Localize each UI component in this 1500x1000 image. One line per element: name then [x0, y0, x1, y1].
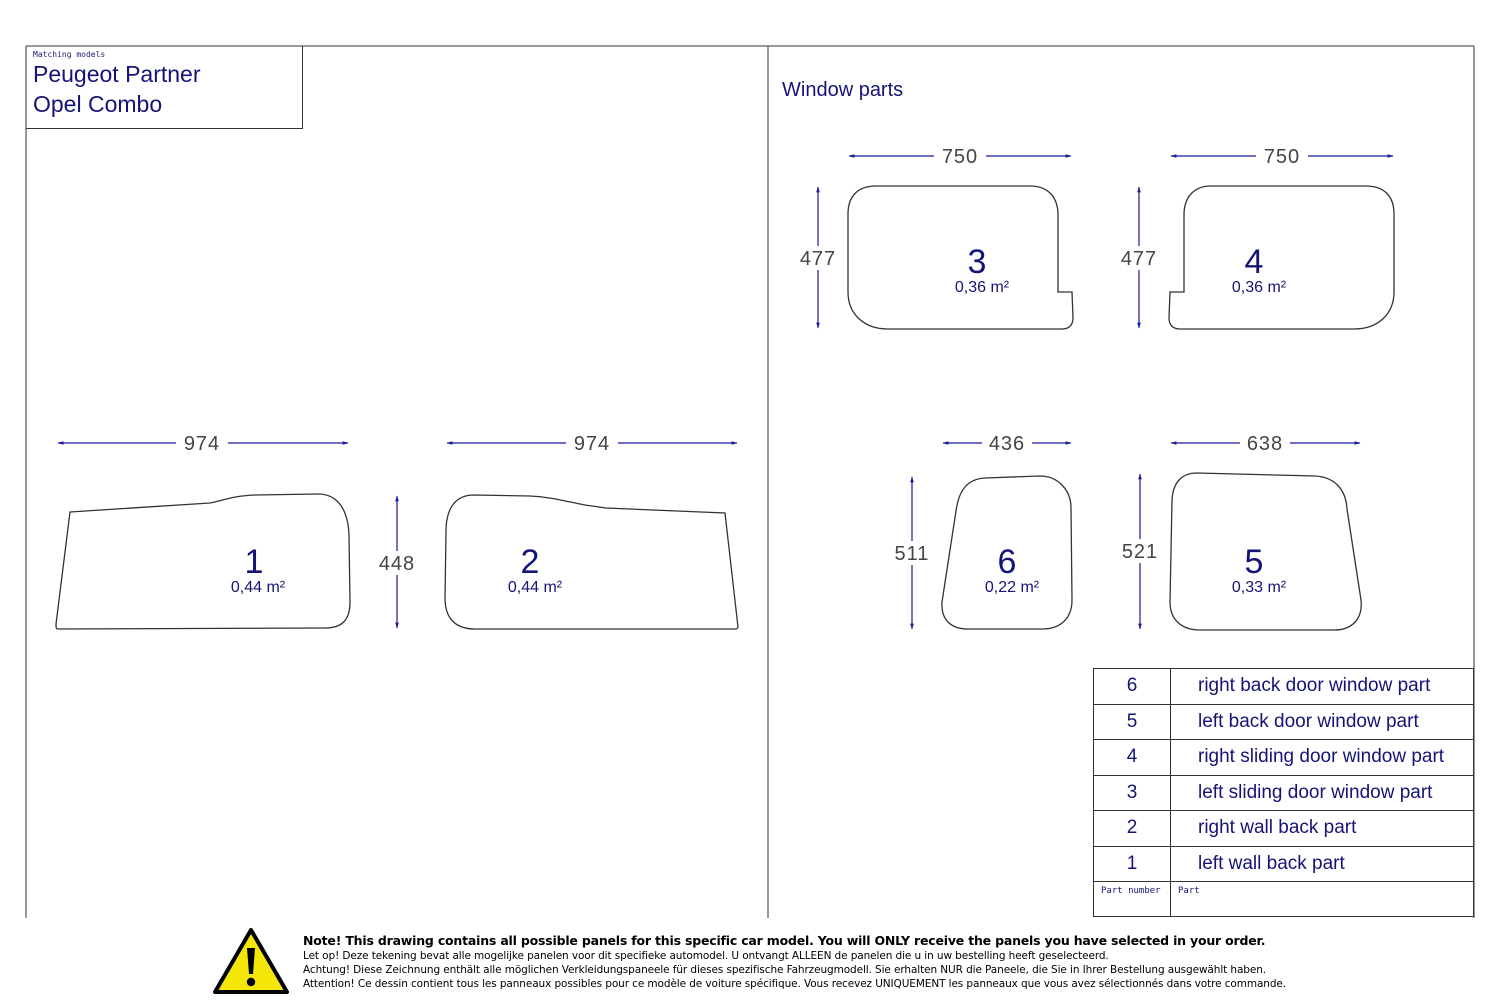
panel-4-area: 0,36 m²	[1232, 279, 1287, 296]
part-name-cell: right sliding door window part	[1170, 739, 1474, 776]
dim-panel4-height: 477	[1121, 248, 1157, 270]
dim-panel5-height: 521	[1122, 541, 1158, 563]
panel-4-number: 4	[1245, 243, 1264, 281]
dim-panels12-height: 448	[379, 553, 415, 575]
warning-triangle-icon	[213, 928, 289, 994]
part-name-cell: right back door window part	[1170, 668, 1474, 705]
model-name-opel: Opel Combo	[33, 91, 163, 117]
dim-panel5-width: 638	[1247, 433, 1283, 455]
dim-panel2-width: 974	[574, 433, 610, 455]
part-name-cell: left back door window part	[1170, 703, 1474, 740]
matching-models-box: Matching models Peugeot Partner Opel Com…	[26, 46, 303, 129]
panel-2-outline	[444, 494, 739, 630]
matching-models-caption: Matching models	[33, 50, 106, 59]
drawing-frame	[25, 45, 1475, 918]
table-row: 5 left back door window part	[1093, 703, 1474, 740]
notice-line-german: Achtung! Diese Zeichnung enthält alle mö…	[303, 964, 1266, 976]
panel-3-number: 3	[968, 243, 987, 281]
panel-6-number: 6	[998, 543, 1017, 581]
panel-5-number: 5	[1245, 543, 1264, 581]
panel-3-outline	[847, 185, 1074, 330]
panel-4-outline	[1168, 185, 1395, 330]
panel-1-outline	[55, 493, 351, 630]
part-number-cell: 1	[1093, 845, 1171, 882]
panel-2-area: 0,44 m²	[508, 579, 563, 596]
notice-main-english: Note! This drawing contains all possible…	[303, 933, 1266, 948]
part-number-cell: 3	[1093, 774, 1171, 811]
table-row: 4 right sliding door window part	[1093, 739, 1474, 776]
part-number-cell: 4	[1093, 739, 1171, 776]
panel-6-area: 0,22 m²	[985, 579, 1040, 596]
part-name-cell: left sliding door window part	[1170, 774, 1474, 811]
notice-banner: Note! This drawing contains all possible…	[212, 926, 1497, 998]
section-title-window-parts: Window parts	[782, 79, 904, 101]
table-row: 3 left sliding door window part	[1093, 774, 1474, 811]
part-name-cell: left wall back part	[1170, 845, 1474, 882]
panel-5-area: 0,33 m²	[1232, 579, 1287, 596]
table-row: 6 right back door window part	[1093, 668, 1474, 705]
notice-line-dutch: Let op! Deze tekening bevat alle mogelij…	[303, 950, 1109, 962]
table-row: 1 left wall back part	[1093, 845, 1474, 882]
dim-panel6-width: 436	[989, 433, 1025, 455]
part-number-cell: 6	[1093, 668, 1171, 705]
dim-panel1-width: 974	[184, 433, 220, 455]
panel-3-area: 0,36 m²	[955, 279, 1010, 296]
panel-5-outline	[1169, 472, 1362, 631]
parts-table: 6 right back door window part 5 left bac…	[1093, 668, 1474, 917]
part-name-cell: right wall back part	[1170, 810, 1474, 847]
part-number-cell: 5	[1093, 703, 1171, 740]
notice-text: Note! This drawing contains all possible…	[303, 933, 1286, 991]
panel-1-number: 1	[245, 543, 264, 581]
model-name-peugeot: Peugeot Partner	[33, 61, 201, 87]
panel-2-number: 2	[521, 543, 540, 581]
dim-panel4-width: 750	[1264, 146, 1300, 168]
table-header-row: Part number Part	[1093, 881, 1474, 917]
panel-6-outline	[941, 475, 1073, 630]
notice-line-french: Attention! Ce dessin contient tous les p…	[303, 978, 1287, 990]
table-row: 2 right wall back part	[1093, 810, 1474, 847]
panel-1-area: 0,44 m²	[231, 579, 286, 596]
dim-panel3-width: 750	[942, 146, 978, 168]
part-number-cell: 2	[1093, 810, 1171, 847]
header-part: Part	[1170, 881, 1474, 917]
dim-panel6-height: 511	[895, 543, 930, 565]
dim-panel3-height: 477	[800, 248, 836, 270]
header-part-number: Part number	[1093, 881, 1171, 917]
